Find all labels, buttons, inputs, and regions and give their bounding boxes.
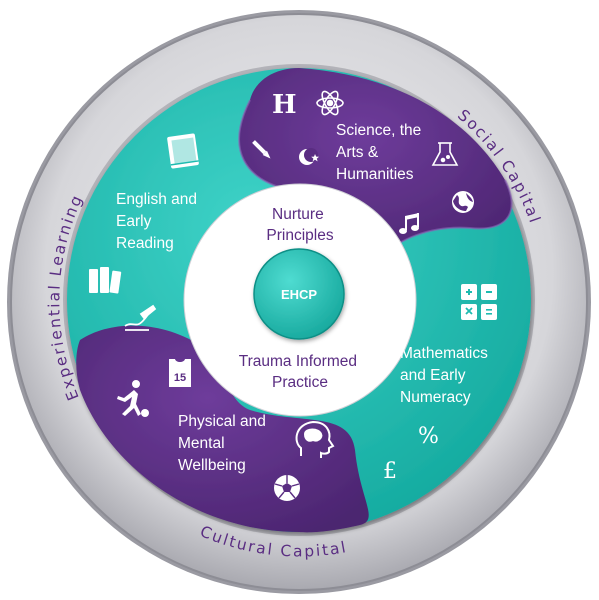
football-player-icon: [117, 380, 149, 417]
segment-science: [239, 68, 512, 260]
soccer-ball-icon: [274, 475, 300, 501]
jersey-number: 15: [174, 372, 186, 384]
music-note-icon: [399, 213, 419, 234]
writing-hand-icon: [124, 304, 157, 331]
calculator-icon: [461, 284, 497, 320]
core-bottom-label: Trauma Informed Practice: [239, 353, 362, 391]
segment-label-maths: Mathematics and Early Numeracy: [400, 345, 492, 406]
jersey-icon: 15: [169, 359, 191, 387]
ehcp-circle: EHCP: [253, 248, 345, 340]
percent-icon: %: [418, 424, 439, 449]
ehcp-label: EHCP: [281, 287, 317, 302]
globe-icon: [452, 191, 474, 213]
segment-label-science: Science, the Arts & Humanities: [336, 122, 426, 183]
books-icon: [89, 267, 122, 294]
h-letter-icon: H: [272, 90, 297, 120]
pound-icon: £: [383, 459, 397, 484]
paintbrush-icon: [252, 140, 271, 159]
segment-label-english: English and Early Reading: [116, 191, 201, 252]
flask-icon: [431, 142, 459, 166]
crescent-star-icon: [299, 148, 319, 165]
head-brain-icon: [295, 420, 335, 458]
core-top-label: Nurture Principles: [266, 206, 333, 244]
segment-label-physical: Physical and Mental Wellbeing: [178, 413, 270, 474]
atom-icon: [316, 90, 344, 116]
book-icon: [167, 133, 199, 169]
